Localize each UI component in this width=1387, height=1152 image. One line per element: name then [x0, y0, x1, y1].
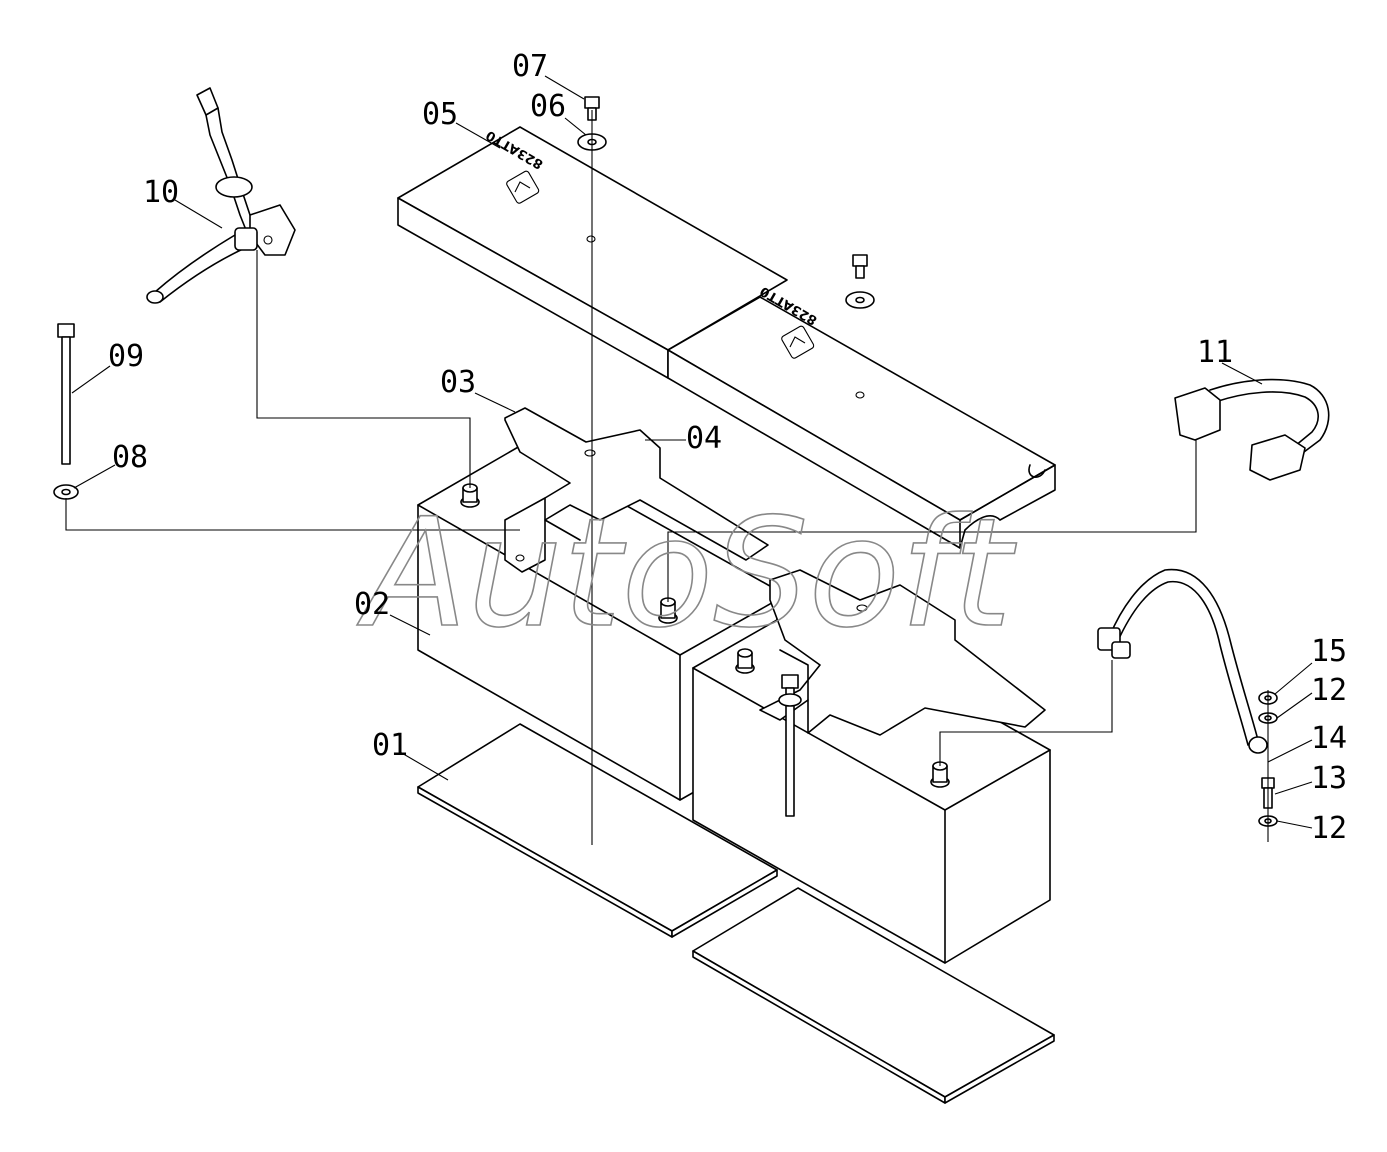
brand-logo-icon-2 — [781, 325, 815, 359]
callout-11: 11 — [1197, 335, 1233, 370]
callout-08: 08 — [112, 440, 148, 475]
bolt-washer — [53, 484, 79, 500]
battery-pad-right — [692, 887, 1055, 1104]
assembly-line-cable-14 — [939, 660, 1113, 766]
callout-10: 10 — [143, 175, 179, 210]
callout-12-top: 12 — [1311, 673, 1347, 708]
cover-bolt-right — [852, 254, 868, 279]
callout-02: 02 — [354, 587, 390, 622]
cover-washer-right — [845, 291, 875, 309]
hold-down-bracket-right — [759, 569, 1046, 736]
assembly-line-cable-10 — [256, 250, 471, 488]
callout-01: 01 — [372, 728, 408, 763]
callout-14: 14 — [1311, 721, 1347, 756]
callout-04: 04 — [686, 421, 722, 456]
hold-down-bracket-left — [504, 407, 769, 573]
brand-logo-icon — [506, 170, 540, 204]
assembly-line-bolt-09 — [65, 498, 520, 531]
callout-13: 13 — [1311, 761, 1347, 796]
callout-07: 07 — [512, 49, 548, 84]
callout-leaders — [71, 75, 1313, 829]
assembly-line-cable-11 — [667, 440, 1197, 602]
long-bolt — [57, 323, 75, 465]
callout-03: 03 — [440, 365, 476, 400]
callout-05: 05 — [422, 97, 458, 132]
callout-15: 15 — [1311, 634, 1347, 669]
watermark-text: AutoSoft — [357, 487, 1017, 661]
battery-cable-11 — [1174, 378, 1330, 481]
battery-cable-14 — [1097, 568, 1268, 754]
battery-cable-10 — [146, 87, 296, 304]
callout-12-bottom: 12 — [1311, 811, 1347, 846]
long-bolt-right — [778, 674, 802, 817]
battery-pad-left — [417, 723, 778, 938]
callout-09: 09 — [108, 339, 144, 374]
terminal-post-right-battery-2 — [930, 761, 950, 788]
terminal-post-right-battery — [735, 648, 755, 674]
callout-06: 06 — [530, 89, 566, 124]
